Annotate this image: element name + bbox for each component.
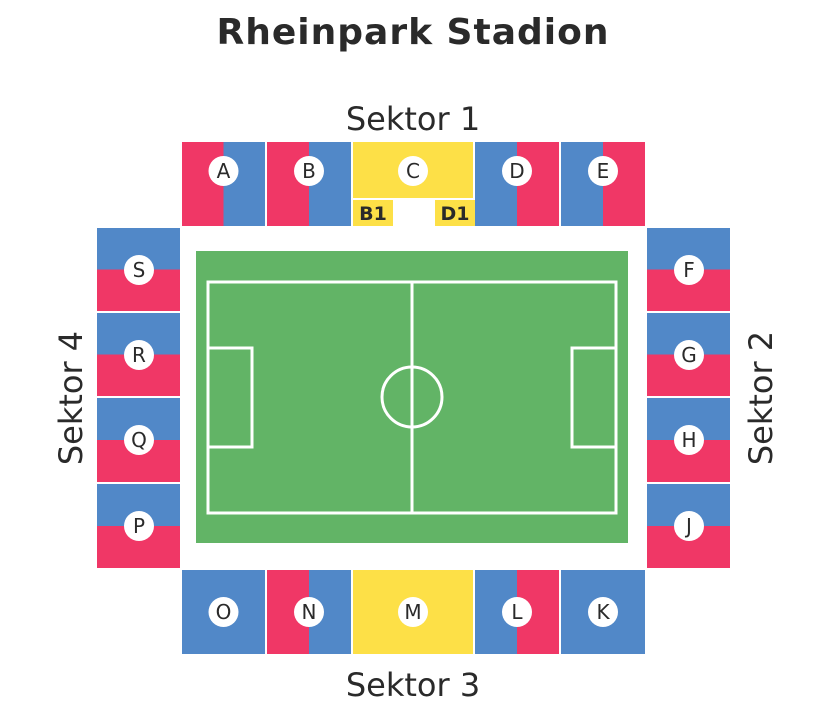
block-label-badge <box>124 511 154 541</box>
block-label-badge <box>502 597 532 627</box>
block-n[interactable]: N <box>267 570 351 654</box>
block-label: B <box>302 159 316 183</box>
block-e[interactable]: E <box>561 142 645 226</box>
sector-label-1: Sektor 1 <box>346 100 480 138</box>
block-q[interactable]: Q <box>97 398 180 482</box>
block-label-badge <box>294 597 324 627</box>
block-label-badge <box>588 597 618 627</box>
sector-label-4: Sektor 4 <box>52 331 90 465</box>
block-b[interactable]: B <box>267 142 351 226</box>
penalty-area-left <box>206 346 254 449</box>
block-label-badge <box>124 340 154 370</box>
block-label-badge <box>294 156 324 186</box>
block-b1[interactable]: B1 <box>353 200 393 226</box>
block-label-badge <box>398 156 428 186</box>
block-label: F <box>683 258 695 282</box>
block-label-badge <box>674 425 704 455</box>
block-label-badge <box>588 156 618 186</box>
block-label: C <box>406 159 420 183</box>
block-d1[interactable]: D1 <box>435 200 475 226</box>
center-circle <box>380 365 444 429</box>
block-label-badge <box>398 597 428 627</box>
block-label-badge <box>674 511 704 541</box>
block-label-badge <box>124 425 154 455</box>
block-r[interactable]: R <box>97 313 180 396</box>
block-label: N <box>302 600 317 624</box>
block-label: H <box>681 428 696 452</box>
block-label: A <box>217 159 231 183</box>
block-label: O <box>216 600 232 624</box>
block-label-badge <box>208 597 239 627</box>
block-p[interactable]: P <box>97 484 180 568</box>
block-label-badge <box>674 255 704 285</box>
block-label: S <box>133 258 146 282</box>
block-label: R <box>132 343 146 367</box>
seating-blocks: A B C D E B1 D1O N M L K S F R G Q H P J <box>97 142 730 654</box>
block-label: D1 <box>441 203 470 225</box>
block-label-badge <box>208 156 239 186</box>
stadium-title: Rheinpark Stadion <box>217 12 610 53</box>
block-m[interactable]: M <box>353 570 473 654</box>
block-label: P <box>133 514 145 538</box>
block-o[interactable]: O <box>182 570 265 654</box>
block-j[interactable]: J <box>647 484 730 568</box>
football-pitch <box>196 251 628 543</box>
block-label-badge <box>674 340 704 370</box>
block-h[interactable]: H <box>647 398 730 482</box>
block-l[interactable]: L <box>475 570 559 654</box>
block-label: D <box>509 159 524 183</box>
block-label: G <box>681 343 697 367</box>
block-b1-segment <box>353 200 393 226</box>
block-k[interactable]: K <box>561 570 645 654</box>
block-label: Q <box>131 428 147 452</box>
block-label: B1 <box>359 203 387 225</box>
block-g[interactable]: G <box>647 313 730 396</box>
block-s[interactable]: S <box>97 228 180 311</box>
block-d1-segment <box>435 200 475 226</box>
block-label: L <box>511 600 523 624</box>
penalty-area-right <box>570 346 618 449</box>
block-label: M <box>404 600 421 624</box>
block-label: K <box>596 600 610 624</box>
sector-label-2: Sektor 2 <box>742 331 780 465</box>
block-d[interactable]: D <box>475 142 559 226</box>
block-c[interactable]: C <box>353 142 473 198</box>
block-label: J <box>684 514 692 538</box>
block-a[interactable]: A <box>182 142 265 226</box>
block-label-badge <box>124 255 154 285</box>
block-f[interactable]: F <box>647 228 730 311</box>
sector-label-3: Sektor 3 <box>346 666 480 704</box>
block-label-badge <box>502 156 532 186</box>
block-label: E <box>597 159 610 183</box>
